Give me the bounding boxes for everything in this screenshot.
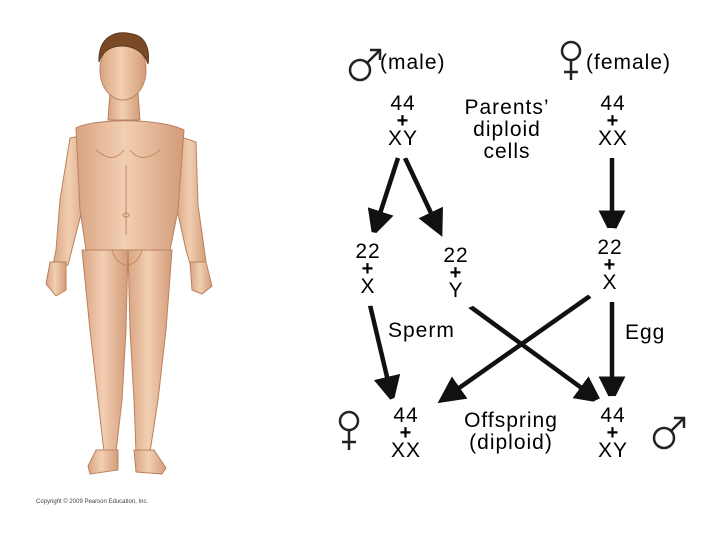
plus-sign: + xyxy=(396,110,410,132)
parents-caption-line: diploid xyxy=(473,118,541,141)
autosome-count: 44 xyxy=(390,92,416,115)
sex-chromosome: X xyxy=(602,271,618,294)
offspring-caption-line: (diploid) xyxy=(469,431,553,454)
female-symbol-icon xyxy=(338,410,360,450)
male-parent-label: (male) xyxy=(380,51,446,74)
arrow-father-to-sperm-x xyxy=(367,157,401,238)
autosome-count: 44 xyxy=(600,404,626,427)
arrow-father-to-sperm-y xyxy=(402,157,443,237)
plus-sign: + xyxy=(361,258,375,280)
copyright-credit: Copyright © 2009 Pearson Education, Inc. xyxy=(36,499,149,505)
autosome-count: 22 xyxy=(597,236,623,259)
sperm-label: Sperm xyxy=(388,319,455,342)
arrow-egg-to-daughter xyxy=(437,294,592,404)
egg-node: 22 + X xyxy=(573,228,647,302)
sex-chromosome: Y xyxy=(448,279,464,302)
sperm-x-node: 22 + X xyxy=(331,232,405,306)
sex-chromosomes: XX xyxy=(597,127,628,150)
autosome-count: 44 xyxy=(393,404,419,427)
plus-sign: + xyxy=(606,422,620,444)
autosome-count: 22 xyxy=(443,244,469,267)
father-karyotype-node: 44 + XY xyxy=(366,84,440,158)
female-symbol-icon xyxy=(560,40,582,80)
sex-chromosomes: XY xyxy=(597,439,628,462)
arrow-sperm-x-to-daughter xyxy=(367,304,401,404)
offspring-caption-line: Offspring xyxy=(464,409,558,432)
parents-caption-line: Parents’ xyxy=(464,96,550,119)
sperm-y-node: 22 + Y xyxy=(419,236,493,310)
autosome-count: 44 xyxy=(600,92,626,115)
sex-chromosomes: XX xyxy=(390,439,421,462)
plus-sign: + xyxy=(399,422,413,444)
male-symbol-icon xyxy=(348,48,382,82)
sex-chromosomes: XY xyxy=(387,127,418,150)
daughter-karyotype-node: 44 + XX xyxy=(369,396,443,470)
parents-caption-line: cells xyxy=(483,140,531,163)
parents-caption: Parents’ diploid cells xyxy=(452,97,562,163)
autosome-count: 22 xyxy=(355,240,381,263)
plus-sign: + xyxy=(606,110,620,132)
sex-chromosome: X xyxy=(360,275,376,298)
mother-karyotype-node: 44 + XX xyxy=(576,84,650,158)
son-karyotype-node: 44 + XY xyxy=(576,396,650,470)
arrow-sperm-y-to-son xyxy=(466,303,603,404)
plus-sign: + xyxy=(603,254,617,276)
egg-label: Egg xyxy=(625,321,666,344)
offspring-caption: Offspring (diploid) xyxy=(452,410,570,454)
male-symbol-icon xyxy=(652,416,686,450)
female-parent-label: (female) xyxy=(586,51,672,74)
plus-sign: + xyxy=(449,262,463,284)
